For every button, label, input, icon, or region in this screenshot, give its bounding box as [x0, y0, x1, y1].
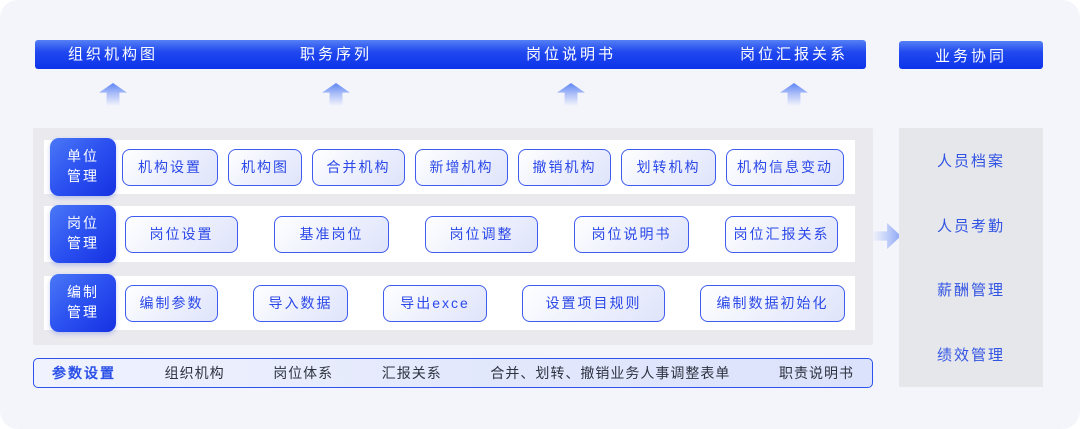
module-row-strip: 编制参数 导入数据 导出exce 设置项目规则 编制数据初始化: [44, 276, 855, 330]
module-row-establishment-management: 编制参数 导入数据 导出exce 设置项目规则 编制数据初始化 编制 管理: [44, 274, 855, 332]
module-label-position-management[interactable]: 岗位 管理: [50, 205, 116, 263]
feature-button[interactable]: 划转机构: [621, 148, 716, 186]
tab-job-sequence[interactable]: 职务序列: [299, 46, 373, 63]
up-arrow-icon: [780, 83, 808, 106]
module-label-line: 编制: [67, 284, 99, 301]
feature-button[interactable]: 撤销机构: [518, 148, 611, 186]
feature-button[interactable]: 机构信息变动: [726, 148, 844, 186]
footer-item-responsibility-description[interactable]: 职责说明书: [778, 365, 854, 381]
feature-button[interactable]: 导入数据: [253, 284, 348, 322]
module-row-strip: 岗位设置 基准岗位 岗位调整 岗位说明书 岗位汇报关系: [44, 206, 855, 262]
module-row-position-management: 岗位设置 基准岗位 岗位调整 岗位说明书 岗位汇报关系 岗位 管理: [44, 205, 855, 263]
output-bar: 组织机构图 职务序列 岗位说明书 岗位汇报关系: [35, 40, 866, 69]
module-label-line: 管理: [67, 168, 99, 184]
right-arrow-icon: [872, 223, 901, 249]
feature-button[interactable]: 岗位汇报关系: [725, 215, 838, 253]
footer-item-reporting-relationship[interactable]: 汇报关系: [381, 365, 442, 381]
module-label-line: 单位: [67, 148, 99, 165]
feature-button[interactable]: 机构图: [228, 148, 302, 186]
module-label-line: 岗位: [67, 215, 99, 232]
parameter-bar: 参数设置 组织机构 岗位体系 汇报关系 合并、划转、撤销业务人事调整表单 职责说…: [33, 358, 873, 388]
module-label-line: 管理: [67, 304, 99, 320]
collab-item-performance[interactable]: 绩效管理: [936, 347, 1005, 365]
feature-button[interactable]: 导出exce: [383, 284, 487, 322]
feature-button[interactable]: 机构设置: [122, 148, 218, 186]
module-label-establishment-management[interactable]: 编制 管理: [50, 274, 116, 332]
footer-item-position-system[interactable]: 岗位体系: [273, 365, 334, 381]
feature-button[interactable]: 合并机构: [312, 148, 405, 186]
feature-button[interactable]: 岗位调整: [425, 215, 538, 253]
collab-item-compensation[interactable]: 薪酬管理: [936, 282, 1005, 300]
module-row-unit-management: 机构设置 机构图 合并机构 新增机构 撤销机构 划转机构 机构信息变动 单位 管…: [44, 138, 855, 196]
up-arrow-icon: [557, 83, 585, 106]
module-row-strip: 机构设置 机构图 合并机构 新增机构 撤销机构 划转机构 机构信息变动: [44, 140, 855, 194]
feature-button[interactable]: 设置项目规则: [522, 284, 665, 322]
module-label-line: 管理: [67, 235, 99, 251]
feature-button[interactable]: 编制数据初始化: [700, 284, 845, 322]
collab-item-attendance[interactable]: 人员考勤: [936, 217, 1005, 235]
up-arrow-icon: [99, 83, 127, 106]
tab-org-structure-chart[interactable]: 组织机构图: [67, 46, 159, 63]
tab-reporting-relationship[interactable]: 岗位汇报关系: [739, 46, 849, 63]
module-panel: 机构设置 机构图 合并机构 新增机构 撤销机构 划转机构 机构信息变动 单位 管…: [33, 128, 873, 345]
business-collaboration-header[interactable]: 业务协同: [899, 41, 1043, 69]
module-label-unit-management[interactable]: 单位 管理: [50, 138, 116, 196]
collab-item-personnel-files[interactable]: 人员档案: [936, 152, 1005, 170]
footer-item-parameter-settings[interactable]: 参数设置: [52, 365, 116, 381]
footer-item-org-structure[interactable]: 组织机构: [164, 365, 225, 381]
feature-button[interactable]: 编制参数: [125, 284, 218, 322]
feature-button[interactable]: 岗位说明书: [574, 215, 689, 253]
up-arrow-icon: [322, 83, 350, 106]
feature-button[interactable]: 新增机构: [415, 148, 508, 186]
tab-position-description[interactable]: 岗位说明书: [525, 46, 617, 63]
feature-button[interactable]: 岗位设置: [125, 215, 238, 253]
footer-item-hr-adjustment-forms[interactable]: 合并、划转、撤销业务人事调整表单: [490, 365, 731, 381]
feature-button[interactable]: 基准岗位: [274, 215, 389, 253]
business-collaboration-panel: 人员档案 人员考勤 薪酬管理 绩效管理: [899, 128, 1043, 387]
